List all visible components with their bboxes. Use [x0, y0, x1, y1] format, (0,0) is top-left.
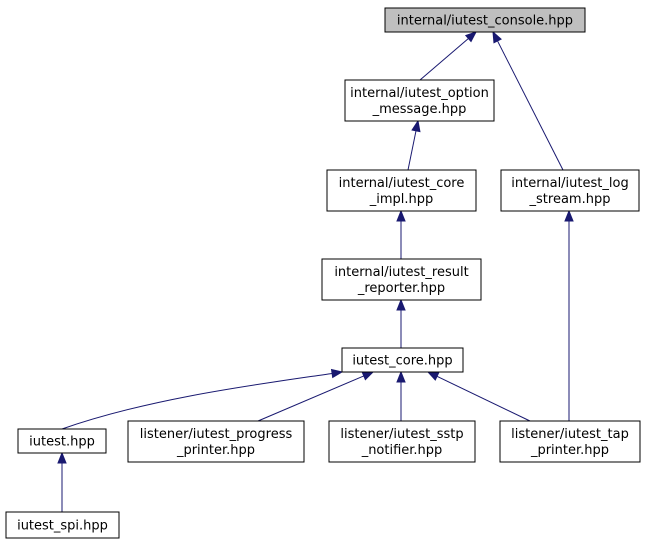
- edge-line: [497, 40, 564, 171]
- node-progress-printer[interactable]: listener/iutest_progress_printer.hpp: [127, 420, 305, 463]
- node-box: [384, 7, 586, 33]
- node-core-impl[interactable]: internal/iutest_core_impl.hpp: [326, 169, 477, 212]
- arrowhead-icon: [57, 451, 67, 464]
- arrowhead-icon: [564, 209, 574, 222]
- arrowhead-icon: [396, 370, 406, 383]
- edge-layer: [57, 30, 574, 512]
- edge-line: [257, 375, 364, 422]
- edge-tap_printer-to-core: [426, 371, 531, 422]
- edge-sstp_notifier-to-core: [396, 370, 406, 421]
- edge-core-to-result_reporter: [396, 298, 406, 348]
- node-label: iutest_core.hpp: [352, 354, 452, 369]
- edge-iutest-to-core: [61, 368, 344, 430]
- node-core[interactable]: iutest_core.hpp: [341, 347, 464, 373]
- node-label: _printer.hpp: [530, 443, 609, 458]
- node-label: _message.hpp: [372, 102, 467, 117]
- node-label: listener/iutest_sstp: [340, 427, 463, 442]
- node-box: [17, 428, 107, 454]
- node-label: internal/iutest_core: [339, 176, 465, 191]
- arrowhead-icon: [396, 298, 406, 311]
- node-label: internal/iutest_log: [511, 176, 628, 191]
- node-box: [5, 511, 120, 539]
- node-label: internal/iutest_option: [350, 86, 489, 101]
- node-label: internal/iutest_result: [334, 265, 468, 280]
- node-label: _impl.hpp: [369, 192, 434, 207]
- edge-log_stream-to-console: [492, 30, 564, 171]
- edge-line: [436, 375, 531, 422]
- node-label: _reporter.hpp: [357, 281, 445, 296]
- node-spi[interactable]: iutest_spi.hpp: [5, 511, 120, 539]
- node-label: internal/iutest_console.hpp: [397, 14, 573, 29]
- node-label: iutest.hpp: [29, 435, 95, 450]
- node-box: [499, 420, 641, 463]
- edge-core_impl-to-option_message: [407, 119, 421, 171]
- node-box: [321, 258, 482, 301]
- edge-line: [61, 372, 333, 430]
- node-iutest[interactable]: iutest.hpp: [17, 428, 107, 454]
- edge-line: [407, 130, 417, 171]
- node-box: [341, 347, 464, 373]
- node-box: [344, 79, 495, 122]
- arrowhead-icon: [361, 371, 375, 381]
- edge-option_message-to-console: [419, 31, 478, 81]
- edge-progress_printer-to-core: [257, 371, 375, 422]
- node-label: _notifier.hpp: [361, 443, 443, 458]
- arrowhead-icon: [426, 371, 440, 381]
- node-box: [500, 169, 640, 212]
- arrowhead-icon: [411, 119, 421, 133]
- node-label: listener/iutest_progress: [140, 427, 293, 442]
- node-sstp-notifier[interactable]: listener/iutest_sstp_notifier.hpp: [328, 420, 476, 463]
- node-log-stream[interactable]: internal/iutest_log_stream.hpp: [500, 169, 640, 212]
- node-label: _printer.hpp: [176, 443, 255, 458]
- node-label: iutest_spi.hpp: [17, 519, 108, 534]
- node-label: _stream.hpp: [529, 192, 611, 207]
- edge-tap_printer-to-log_stream: [564, 209, 574, 421]
- arrowhead-icon: [464, 31, 478, 43]
- node-tap-printer[interactable]: listener/iutest_tap_printer.hpp: [499, 420, 641, 463]
- arrowhead-icon: [396, 209, 406, 222]
- edge-spi-to-iutest: [57, 451, 67, 512]
- node-result-reporter[interactable]: internal/iutest_result_reporter.hpp: [321, 258, 482, 301]
- arrowhead-icon: [492, 30, 502, 44]
- node-option-message[interactable]: internal/iutest_option_message.hpp: [344, 79, 495, 122]
- arrowhead-icon: [330, 368, 344, 379]
- node-layer: internal/iutest_console.hpp internal/iute…: [5, 7, 641, 539]
- node-label: listener/iutest_tap: [511, 427, 629, 442]
- node-box: [326, 169, 477, 212]
- node-console: internal/iutest_console.hpp: [384, 7, 586, 33]
- node-box: [127, 420, 305, 463]
- edge-line: [419, 38, 469, 81]
- node-box: [328, 420, 476, 463]
- edge-result_reporter-to-core_impl: [396, 209, 406, 259]
